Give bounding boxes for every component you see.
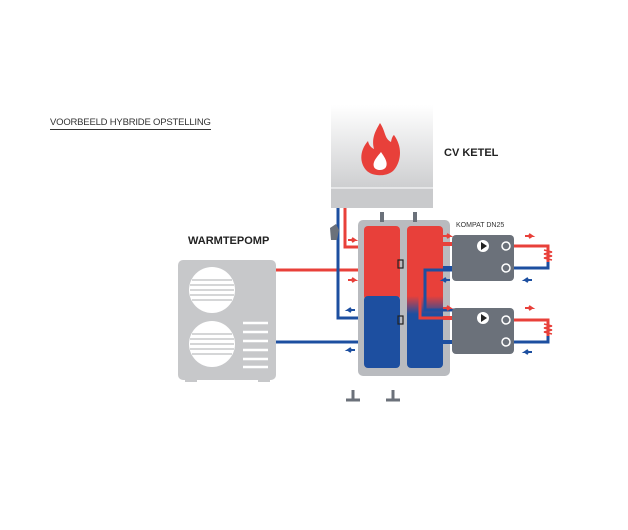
vent-valve-icon (380, 212, 384, 222)
heat-pump-unit (178, 260, 276, 382)
heat-pump-label: WARMTEPOMP (188, 235, 270, 247)
sensor-icon (397, 315, 404, 325)
stand-foot (346, 390, 360, 402)
boiler (331, 105, 433, 208)
pump-group-label: KOMPAT DN25 (456, 222, 505, 229)
vent-valve-icon (413, 212, 417, 222)
buffer-tank (358, 212, 450, 376)
diagram-title: VOORBEELD HYBRIDE OPSTELLING (50, 117, 211, 130)
pump-icon (481, 314, 487, 322)
flow-arrows (344, 233, 536, 355)
pump-icon (481, 242, 487, 250)
boiler-label: CV KETEL (444, 147, 499, 159)
fan-icon (189, 267, 235, 313)
sensor-icon (397, 259, 404, 269)
boiler-return-pipe (336, 208, 360, 320)
pump-group-2 (443, 308, 553, 354)
flame-icon (361, 123, 400, 176)
vent-grille (243, 321, 268, 369)
stand-foot (386, 390, 400, 402)
fan-icon (189, 321, 235, 367)
heater-coil-icon (543, 323, 553, 335)
heater-coil-icon (543, 249, 553, 261)
valve-icon (330, 224, 339, 240)
pump-group-1 (443, 235, 553, 281)
boiler-supply-pipe (343, 208, 360, 249)
